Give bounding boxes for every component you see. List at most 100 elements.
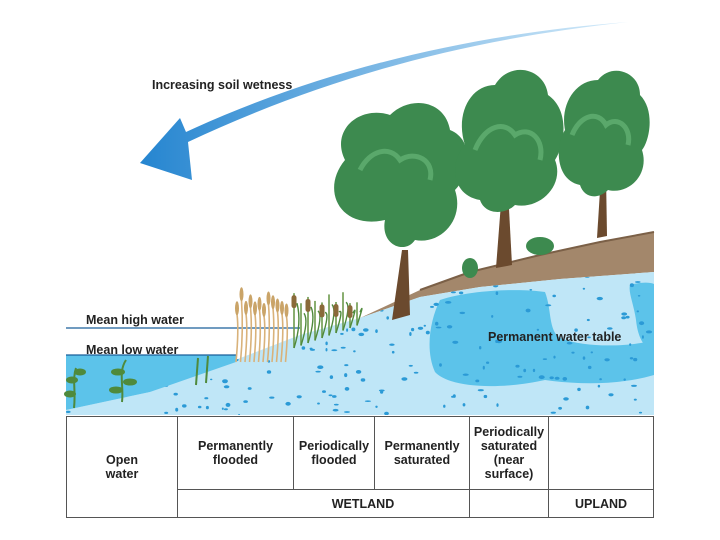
water-speck	[439, 363, 442, 367]
water-speck	[483, 394, 488, 399]
water-speck	[78, 318, 83, 322]
water-speck	[198, 343, 206, 345]
water-speck	[375, 405, 378, 408]
water-speck	[144, 301, 148, 304]
water-speck	[225, 402, 231, 407]
submerged-plants	[64, 355, 209, 409]
water-speck	[364, 400, 371, 403]
water-speck	[563, 397, 569, 401]
water-speck	[371, 300, 374, 305]
water-speck	[223, 385, 230, 389]
water-speck	[355, 370, 362, 374]
zone-permanently-saturated: Permanently saturated	[384, 439, 460, 467]
reed-stem	[248, 307, 253, 363]
water-speck	[585, 405, 590, 410]
water-speck	[482, 365, 485, 370]
reed-head	[266, 291, 271, 306]
water-speck	[550, 411, 556, 414]
water-speck	[523, 368, 527, 373]
reed-stem	[244, 313, 248, 363]
water-speck	[331, 349, 338, 352]
water-speck	[633, 357, 638, 362]
water-speck	[348, 272, 351, 274]
water-speck	[223, 295, 230, 298]
water-speck	[538, 375, 545, 380]
water-speck	[205, 405, 209, 410]
mean-high-water-label: Mean high water	[86, 313, 184, 327]
cattail-head	[291, 295, 297, 309]
water-speck	[450, 291, 456, 294]
water-speck	[66, 410, 71, 413]
tree-right	[558, 70, 650, 238]
water-speck	[296, 395, 302, 399]
water-speck	[409, 332, 412, 336]
water-speck	[360, 378, 366, 382]
water-speck	[205, 347, 210, 351]
water-speck	[213, 337, 217, 341]
water-speck	[151, 292, 155, 296]
water-speck	[562, 377, 568, 381]
cattail-leaf	[356, 307, 363, 326]
water-speck	[317, 402, 320, 405]
water-speck	[491, 315, 494, 318]
water-speck	[238, 414, 241, 415]
cattail-head	[333, 304, 339, 318]
water-speck	[325, 341, 328, 346]
cattail-leaf	[300, 312, 307, 346]
water-speck	[97, 305, 102, 309]
reed-head	[253, 301, 257, 316]
water-speck	[631, 384, 637, 387]
water-speck	[458, 269, 461, 272]
cattail-leaf	[293, 303, 300, 349]
water-speck	[462, 373, 469, 376]
water-speck	[417, 326, 424, 330]
zone-open-water: Open water	[105, 453, 139, 481]
divider	[548, 417, 549, 517]
water-speck	[141, 294, 147, 299]
water-speck	[259, 272, 262, 276]
water-speck	[266, 370, 272, 374]
water-speck	[486, 361, 490, 364]
water-speck	[446, 325, 453, 329]
group-wetland: WETLAND	[331, 496, 395, 511]
water-speck	[604, 358, 610, 362]
water-speck	[529, 289, 533, 291]
water-speck	[423, 324, 426, 327]
water-speck	[571, 351, 575, 354]
water-speck	[223, 408, 228, 411]
water-speck	[587, 365, 592, 370]
water-speck	[582, 287, 586, 290]
water-speck	[77, 290, 83, 294]
water-speck	[545, 304, 552, 307]
water-speck	[322, 390, 326, 393]
divider	[177, 489, 653, 490]
water-speck	[315, 370, 321, 373]
water-speck	[302, 301, 306, 304]
water-speck	[459, 311, 466, 315]
water-speck	[458, 291, 464, 295]
water-speck	[227, 275, 234, 279]
divider	[293, 417, 294, 489]
water-speck	[389, 343, 395, 346]
water-speck	[336, 291, 341, 294]
water-speck	[243, 400, 248, 403]
water-speck	[621, 312, 628, 316]
reed-head	[248, 294, 253, 309]
water-speck	[475, 379, 480, 383]
water-speck	[629, 343, 632, 346]
water-speck	[445, 301, 452, 304]
water-speck	[91, 328, 97, 332]
divider	[374, 417, 375, 489]
reed-stem	[266, 304, 271, 363]
water-speck	[638, 411, 643, 414]
reed-stem	[235, 314, 239, 363]
water-speck	[582, 356, 586, 360]
water-speck	[206, 344, 211, 347]
water-speck	[309, 272, 315, 274]
water-speck	[408, 364, 413, 367]
water-speck	[462, 403, 466, 407]
water-speck	[515, 364, 520, 368]
water-speck	[247, 387, 252, 390]
water-speck	[109, 285, 113, 287]
